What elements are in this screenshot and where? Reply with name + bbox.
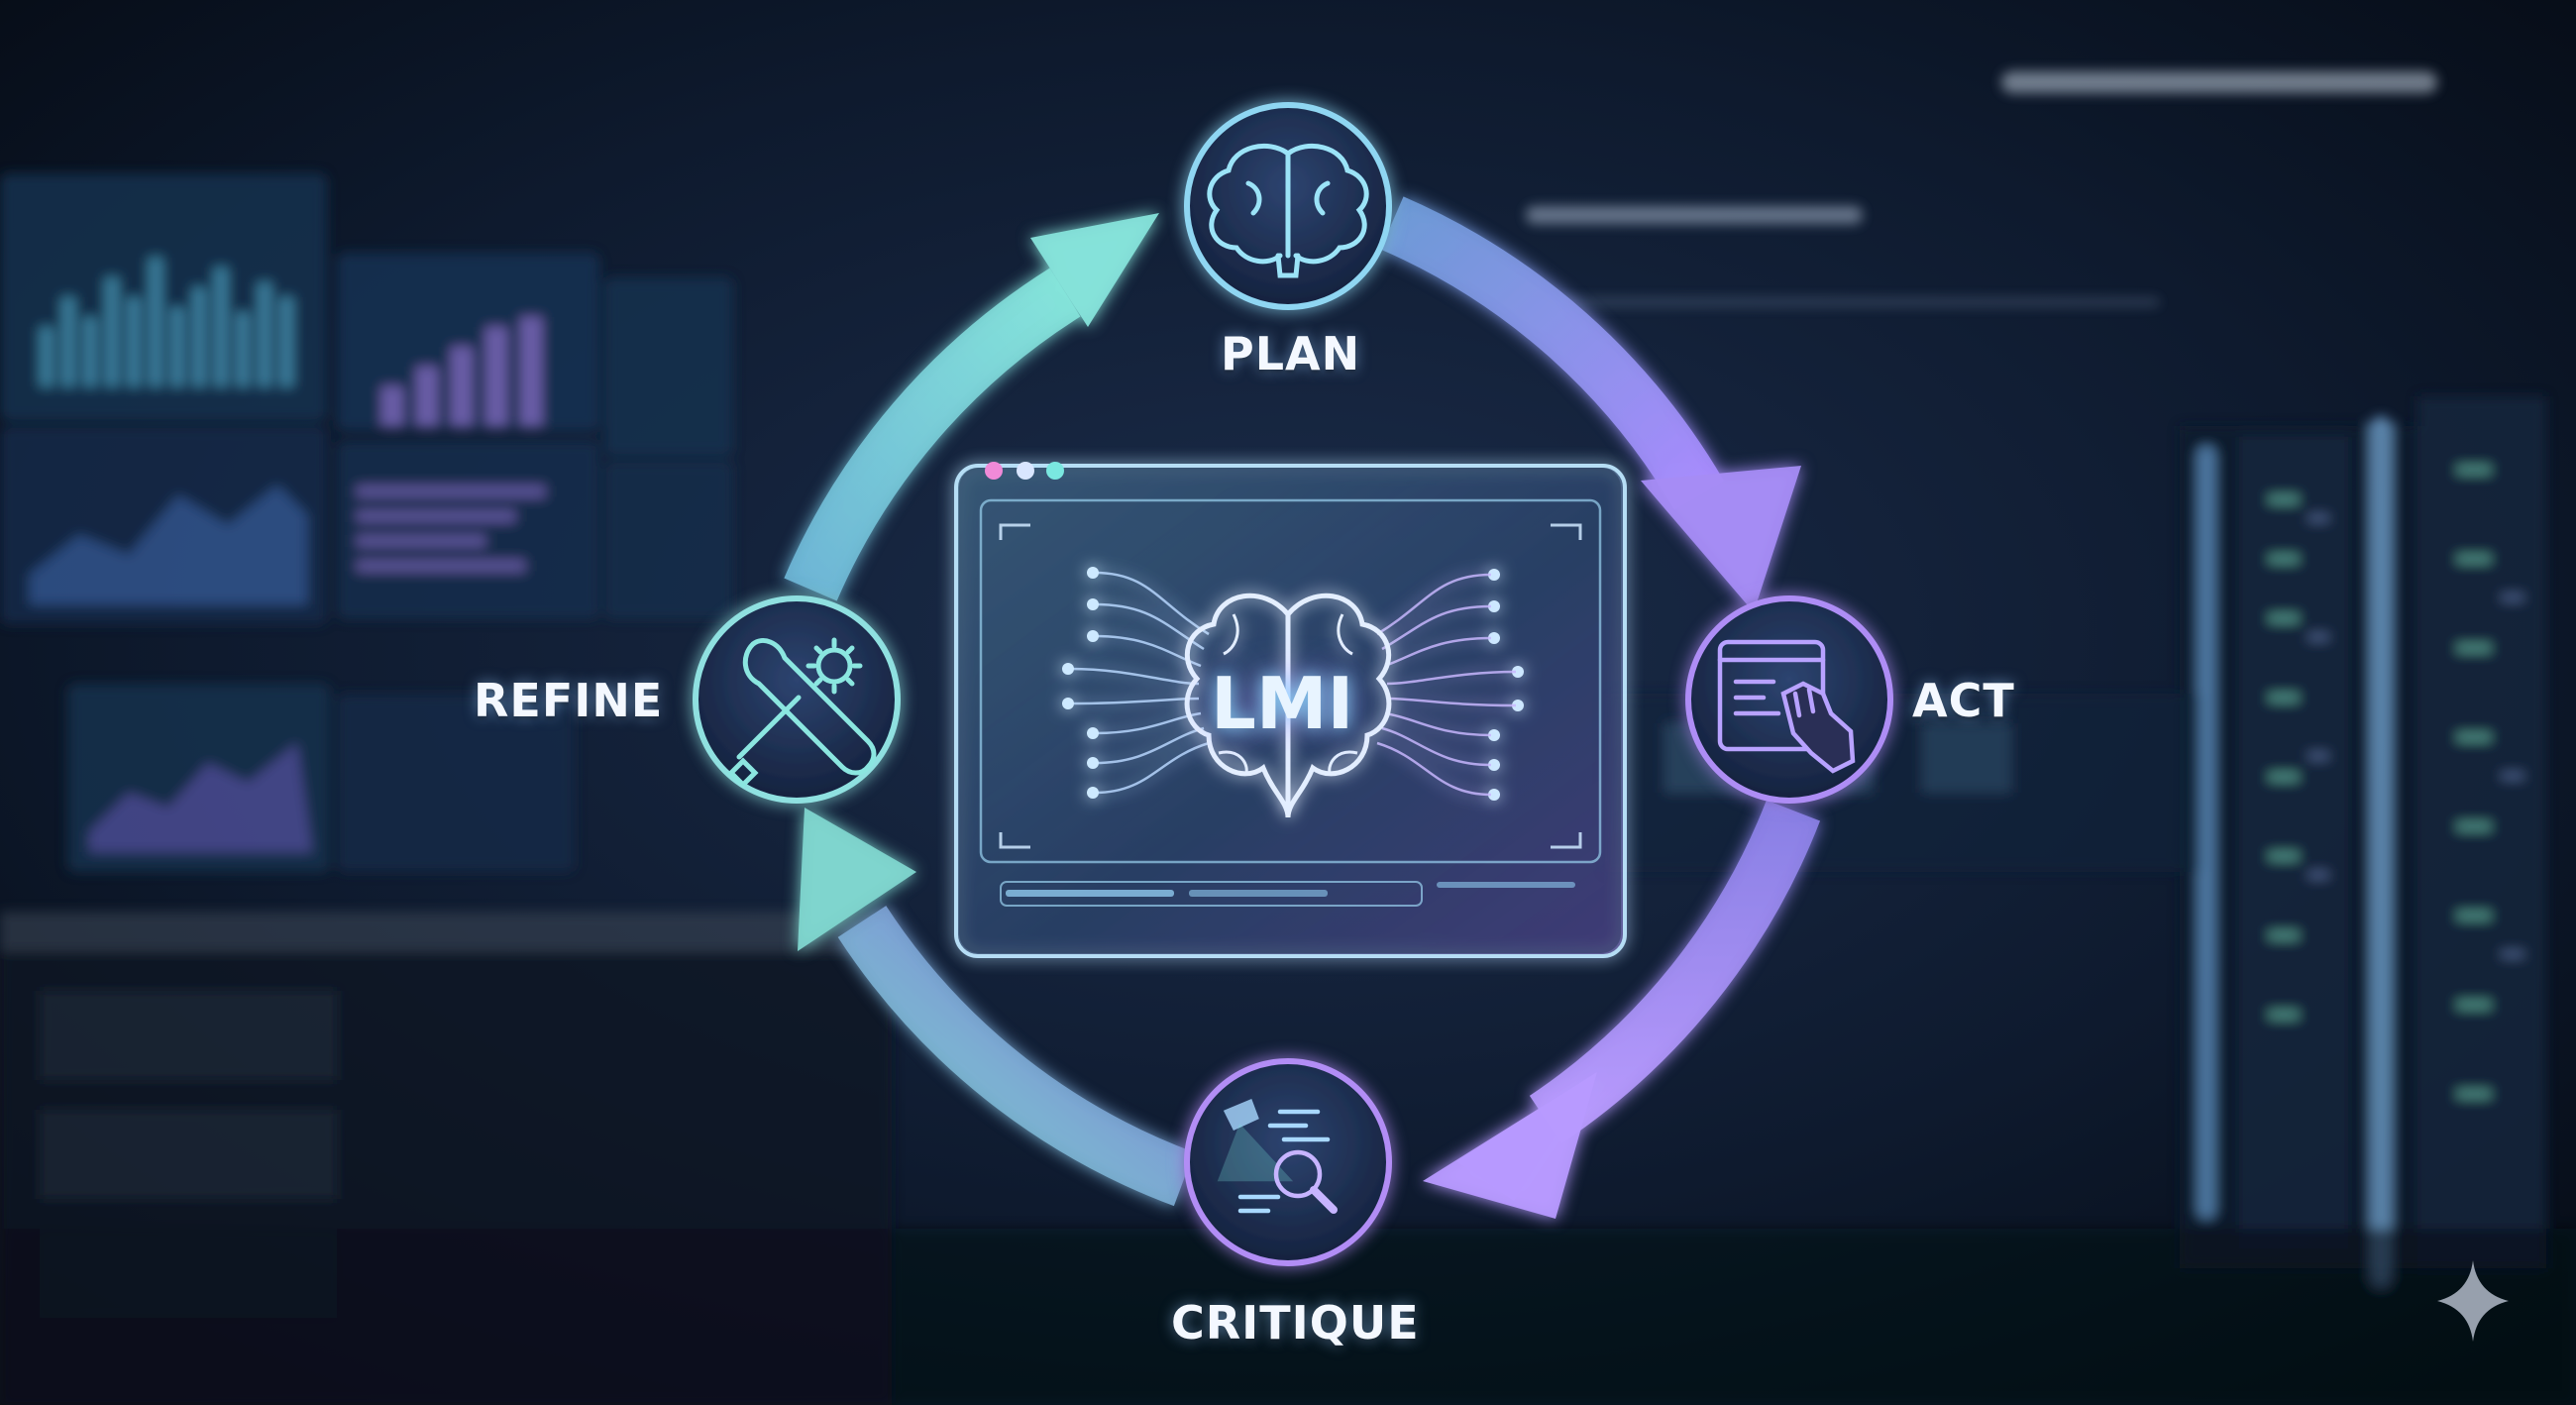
arrow-plan-to-act: [1380, 196, 1801, 612]
center-title: LMI: [1211, 662, 1354, 745]
brain-icon: [1207, 144, 1369, 278]
node-refine: [693, 595, 901, 804]
magnifier-inspect-icon: [1217, 1099, 1338, 1214]
sparkle-icon: [2437, 1260, 2509, 1342]
window-dot-2: [1017, 462, 1034, 480]
wrench-gear-icon: [727, 637, 877, 789]
critique-label: CRITIQUE: [1171, 1296, 1420, 1350]
center-brain-icon: [1184, 593, 1392, 818]
node-critique: [1184, 1058, 1392, 1266]
robot-hand-code-window-icon: [1717, 639, 1856, 774]
refine-label: REFINE: [474, 674, 664, 727]
node-plan: [1184, 102, 1392, 310]
act-label: ACT: [1912, 674, 2015, 727]
plan-label: PLAN: [1221, 327, 1361, 380]
window-dot-1: [985, 462, 1003, 480]
cycle-arrows: [784, 196, 1821, 1219]
window-dot-3: [1046, 462, 1064, 480]
arrow-act-to-critique: [1423, 800, 1821, 1219]
center-panel: [954, 462, 1627, 958]
arrow-critique-to-refine: [798, 808, 1195, 1207]
arrow-refine-to-plan: [784, 213, 1159, 601]
node-act: [1685, 595, 1893, 804]
